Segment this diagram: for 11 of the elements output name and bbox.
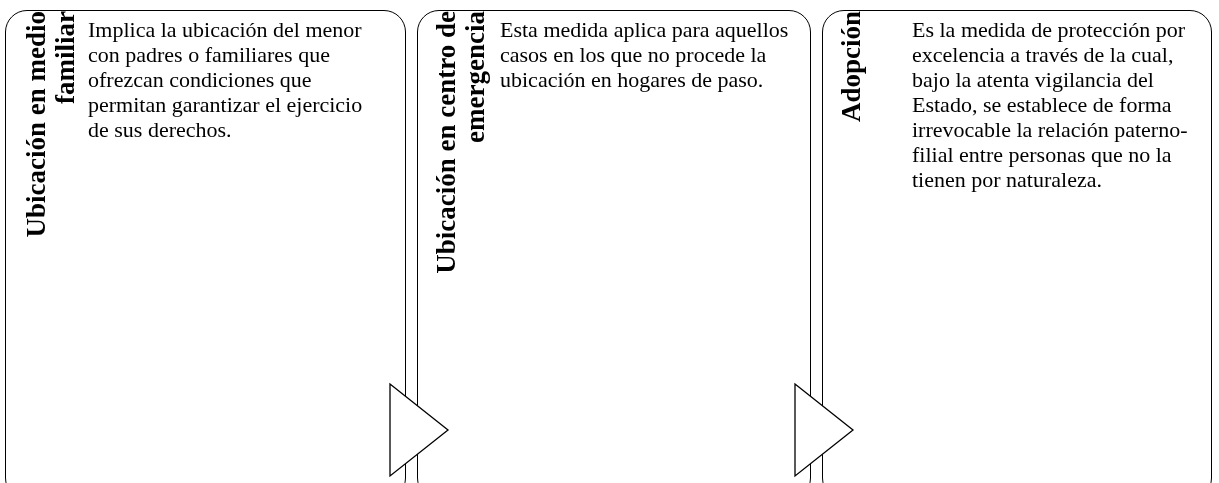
panel-title: Ubicación en medio familiar — [22, 11, 81, 240]
process-panel — [5, 10, 406, 483]
description-text: Esta medida aplica para aquellos casos en los que no procede la ubicación en hogares de paso. — [500, 17, 790, 92]
process-panel — [822, 10, 1212, 483]
chevron-arrow — [389, 383, 449, 477]
description-text: Es la medida de protección por excelencia a través de la cual, bajo la atenta vigilancia del Estado, se establece de forma irrevocable la relación paterno-filial entre personas que no la tienen por naturaleza. — [912, 17, 1189, 192]
panel-title: Adopción — [837, 11, 867, 125]
process-panel — [417, 10, 811, 483]
description-text: Implica la ubicación del menor con padres o familiares que ofrezcan condiciones que permitan garantizar el ejercicio de sus derechos. — [88, 17, 364, 142]
panel-title: Ubicación en centro de emergencia — [432, 11, 491, 276]
chevron-arrow — [794, 383, 854, 477]
